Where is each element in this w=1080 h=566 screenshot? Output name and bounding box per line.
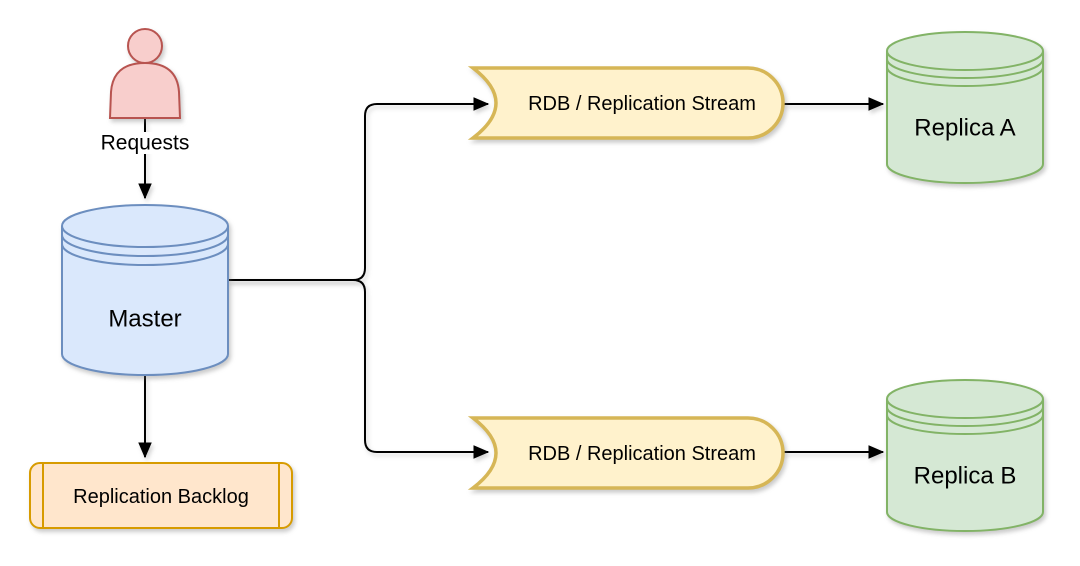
replica-b-cylinder-rim	[886, 398, 1044, 419]
requests-label-text: Requests	[101, 132, 190, 155]
stream-bottom-label: RDB / Replication Stream	[528, 443, 756, 465]
replica-b-node: Replica B	[886, 379, 1044, 532]
backlog-label: Replication Backlog	[73, 486, 249, 508]
edge-master-to-stream-top	[228, 97, 490, 281]
master-cylinder	[61, 204, 229, 376]
stream-bottom-node: RDB / Replication Stream	[467, 416, 785, 490]
replica-a-label: Replica A	[914, 115, 1015, 142]
backlog-node: Replication Backlog	[29, 462, 293, 529]
stream-top-node: RDB / Replication Stream	[467, 66, 785, 140]
replica-a-cylinder-rim	[886, 50, 1044, 71]
requests-label-bg	[97, 132, 193, 154]
backlog-box	[29, 462, 293, 529]
stream-bottom-shape	[467, 416, 785, 490]
replica-a-node: Replica A	[886, 31, 1044, 184]
replica-b-cylinder	[886, 379, 1044, 532]
master-label: Master	[108, 306, 181, 333]
master-cylinder-ring	[61, 234, 229, 257]
replica-a-cylinder-ring	[886, 66, 1044, 87]
stream-top-shape	[467, 66, 785, 140]
master-cylinder-ring	[61, 243, 229, 266]
replica-b-cylinder-ring	[886, 414, 1044, 435]
master-node: Master	[61, 204, 229, 376]
replica-a-cylinder	[886, 31, 1044, 184]
replica-a-cylinder-ring	[886, 58, 1044, 79]
requests-label: Requests	[97, 132, 193, 155]
replica-b-label: Replica B	[914, 463, 1017, 490]
master-cylinder-rim	[61, 225, 229, 248]
stream-top-label: RDB / Replication Stream	[528, 93, 756, 115]
edge-master-to-stream-bottom	[228, 279, 490, 459]
edges	[138, 97, 885, 459]
user-node	[108, 28, 182, 119]
user-head-icon	[127, 28, 163, 64]
replica-b-cylinder-ring	[886, 406, 1044, 427]
user-body-icon	[108, 61, 182, 119]
